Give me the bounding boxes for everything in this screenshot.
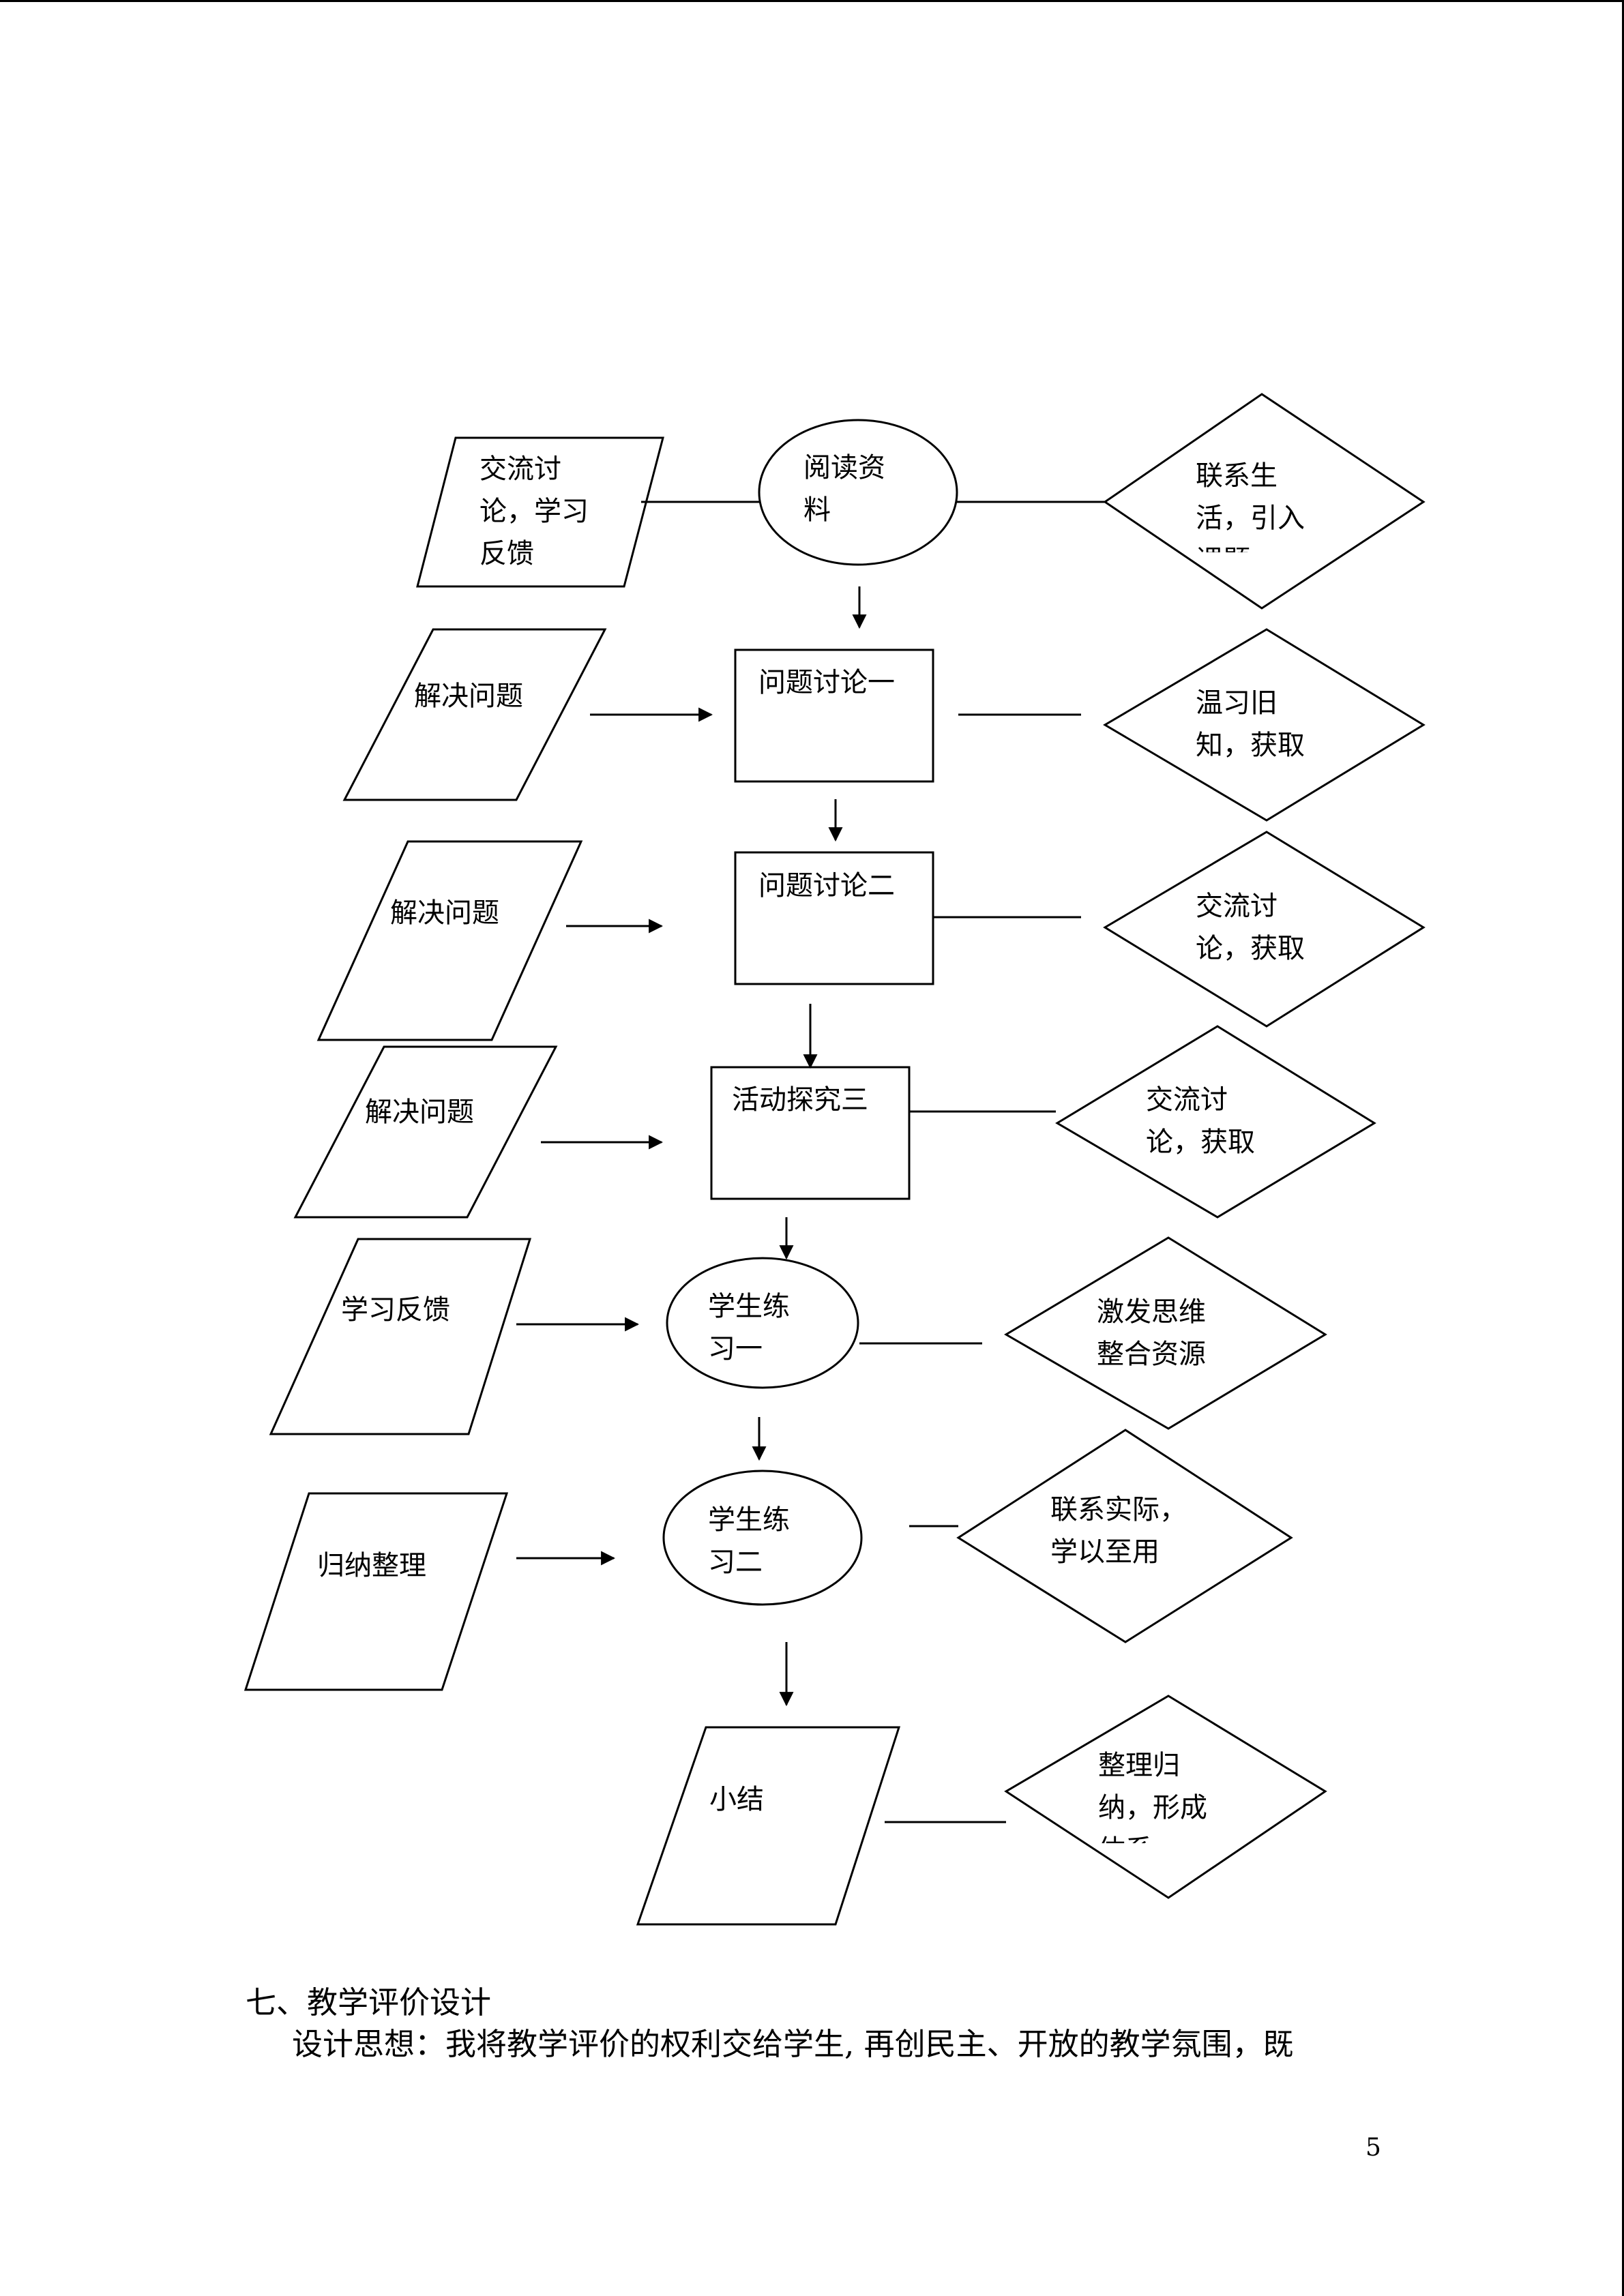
row1-left-label: 解决问题 <box>414 681 523 712</box>
top-border <box>0 0 1624 2</box>
top-left-parallelogram <box>416 436 664 588</box>
section-paragraph: 设计思想：我将教学评价的权利交给学生, 再创民主、开放的教学氛围，既 <box>292 2026 1294 2062</box>
row4-left-parallelogram <box>269 1238 532 1435</box>
row2-right-label: 交流讨 论，获取 <box>1196 891 1305 964</box>
row1-right-diamond <box>1103 628 1426 822</box>
row4-right-label: 激发思维 整合资源 <box>1097 1296 1206 1370</box>
row2-right-diamond <box>1103 831 1426 1028</box>
row5-right-diamond <box>956 1429 1293 1643</box>
row5-left-parallelogram <box>243 1492 509 1691</box>
row3-center-box <box>710 1066 911 1200</box>
row3-left-parallelogram <box>293 1045 558 1219</box>
top-center-ellipse <box>758 419 958 566</box>
section-heading: 七、教学评价设计 <box>246 1984 492 2021</box>
top-left-label: 交流讨 论，学习 反馈 <box>479 453 589 569</box>
row4-right-diamond <box>1004 1236 1327 1430</box>
top-center-label: 阅读资 料 <box>803 452 885 526</box>
row5-right-label: 联系实际， 学以至用 <box>1050 1494 1187 1568</box>
top-right-label: 联系生 活，引入 课题 <box>1196 460 1305 552</box>
row4-center-ellipse <box>666 1257 859 1389</box>
row2-left-parallelogram <box>316 840 583 1041</box>
right-border <box>1622 0 1624 2296</box>
row1-center-label: 问题讨论一 <box>758 667 895 698</box>
row3-left-label: 解决问题 <box>365 1097 474 1128</box>
row2-left-label: 解决问题 <box>390 897 499 929</box>
row1-right-label: 温习旧 知，获取 <box>1196 687 1305 761</box>
page-number: 5 <box>1365 2134 1381 2162</box>
row6-right-diamond <box>1004 1695 1327 1899</box>
row4-center-label: 学生练 习一 <box>708 1291 790 1365</box>
row6-center-label: 小结 <box>709 1784 764 1815</box>
row1-center-box <box>734 648 934 783</box>
row5-center-ellipse <box>662 1470 863 1606</box>
row6-center-parallelogram <box>636 1726 901 1926</box>
row2-center-label: 问题讨论二 <box>758 870 895 901</box>
row3-right-label: 交流讨 论，获取 <box>1146 1084 1255 1158</box>
top-right-diamond <box>1103 393 1426 610</box>
row4-left-label: 学习反馈 <box>341 1294 450 1326</box>
row3-center-label: 活动探究三 <box>732 1084 868 1116</box>
row6-right-label: 整理归 纳，形成 体系 <box>1098 1750 1207 1843</box>
row5-center-label: 学生练 习二 <box>708 1504 790 1578</box>
row5-left-label: 归纳整理 <box>317 1550 426 1581</box>
row3-right-diamond <box>1055 1025 1376 1219</box>
row1-left-parallelogram <box>342 628 607 801</box>
